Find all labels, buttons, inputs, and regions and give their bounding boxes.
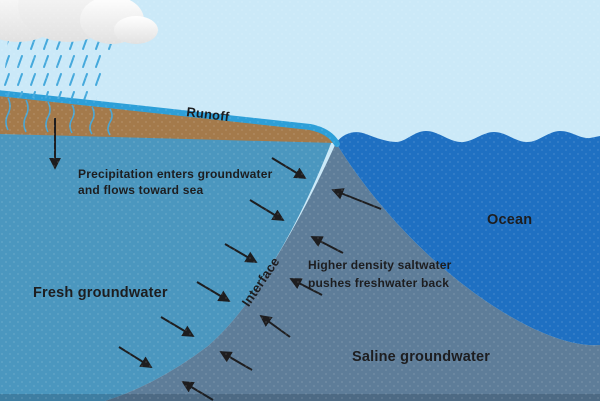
saltwater-note-line2: pushes freshwater back	[308, 276, 449, 290]
saline-groundwater-label: Saline groundwater	[352, 349, 490, 365]
fresh-groundwater-label: Fresh groundwater	[33, 285, 168, 301]
ocean-label: Ocean	[487, 212, 532, 228]
saltwater-note-line1: Higher density saltwater	[308, 258, 452, 272]
precipitation-note-line1: Precipitation enters groundwater	[78, 167, 273, 181]
runoff-label: Runoff	[186, 104, 231, 124]
precipitation-note-line2: and flows toward sea	[78, 183, 203, 197]
